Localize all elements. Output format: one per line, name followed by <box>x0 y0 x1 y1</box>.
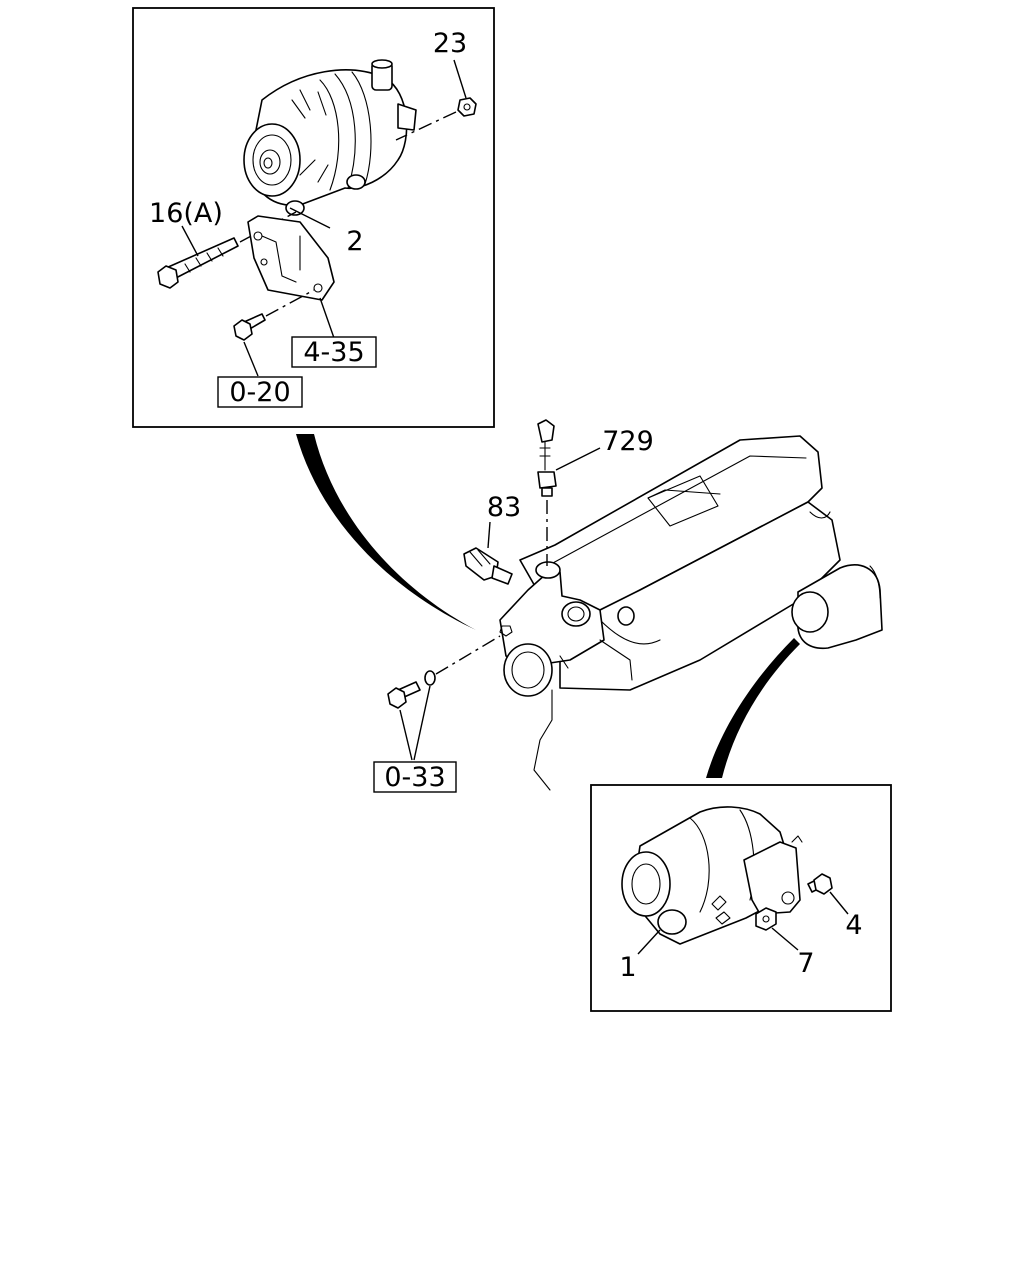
callout-729: 729 <box>602 426 654 457</box>
callout-23: 23 <box>433 28 467 59</box>
callout-83: 83 <box>487 492 521 523</box>
leader-4 <box>829 891 849 915</box>
leader-729 <box>555 447 601 471</box>
leader-23 <box>453 59 467 99</box>
leader-4-35 <box>319 297 335 339</box>
leader-0-33-b <box>413 685 431 761</box>
starter-detail-panel: 4 7 1 <box>590 784 892 1012</box>
ref-label-0-33: 0-33 <box>384 762 445 793</box>
nut-7 <box>755 907 777 931</box>
alternator <box>243 59 417 216</box>
leader-7 <box>771 927 799 951</box>
callout-4: 4 <box>845 910 862 941</box>
leader-0-33-a <box>399 709 413 761</box>
mounting-bracket <box>247 215 335 301</box>
callout-1: 1 <box>619 952 636 983</box>
leader-2 <box>289 207 331 229</box>
alternator-detail-panel: 4-35 0-20 23 16(A) 2 <box>132 7 495 428</box>
bolt-4 <box>807 873 833 895</box>
ref-label-4-35: 4-35 <box>303 337 364 368</box>
starter-motor <box>621 806 803 945</box>
callout-7: 7 <box>797 948 814 979</box>
ref-box-0-33 <box>373 761 457 793</box>
nut-23 <box>457 97 477 117</box>
ref-label-0-20: 0-20 <box>229 377 290 408</box>
leader-16a <box>181 225 199 257</box>
bolt-0-33 <box>387 625 513 709</box>
leader-1 <box>637 929 661 955</box>
leader-0-20 <box>243 341 259 377</box>
bolt-16a <box>157 237 239 289</box>
engine-block <box>499 435 841 791</box>
sensor-729 <box>537 419 557 497</box>
pointer-arc-starter <box>706 638 800 778</box>
pointer-arc-alternator <box>296 434 476 630</box>
leader-83 <box>487 521 491 549</box>
callout-2: 2 <box>346 226 363 257</box>
starter-mount-silhouette <box>791 564 883 649</box>
ref-box-4-35 <box>291 336 377 368</box>
bolt-0-20 <box>233 313 266 341</box>
sensor-83 <box>463 547 513 585</box>
callout-16a: 16(A) <box>149 198 223 229</box>
ref-box-0-20 <box>217 376 303 408</box>
